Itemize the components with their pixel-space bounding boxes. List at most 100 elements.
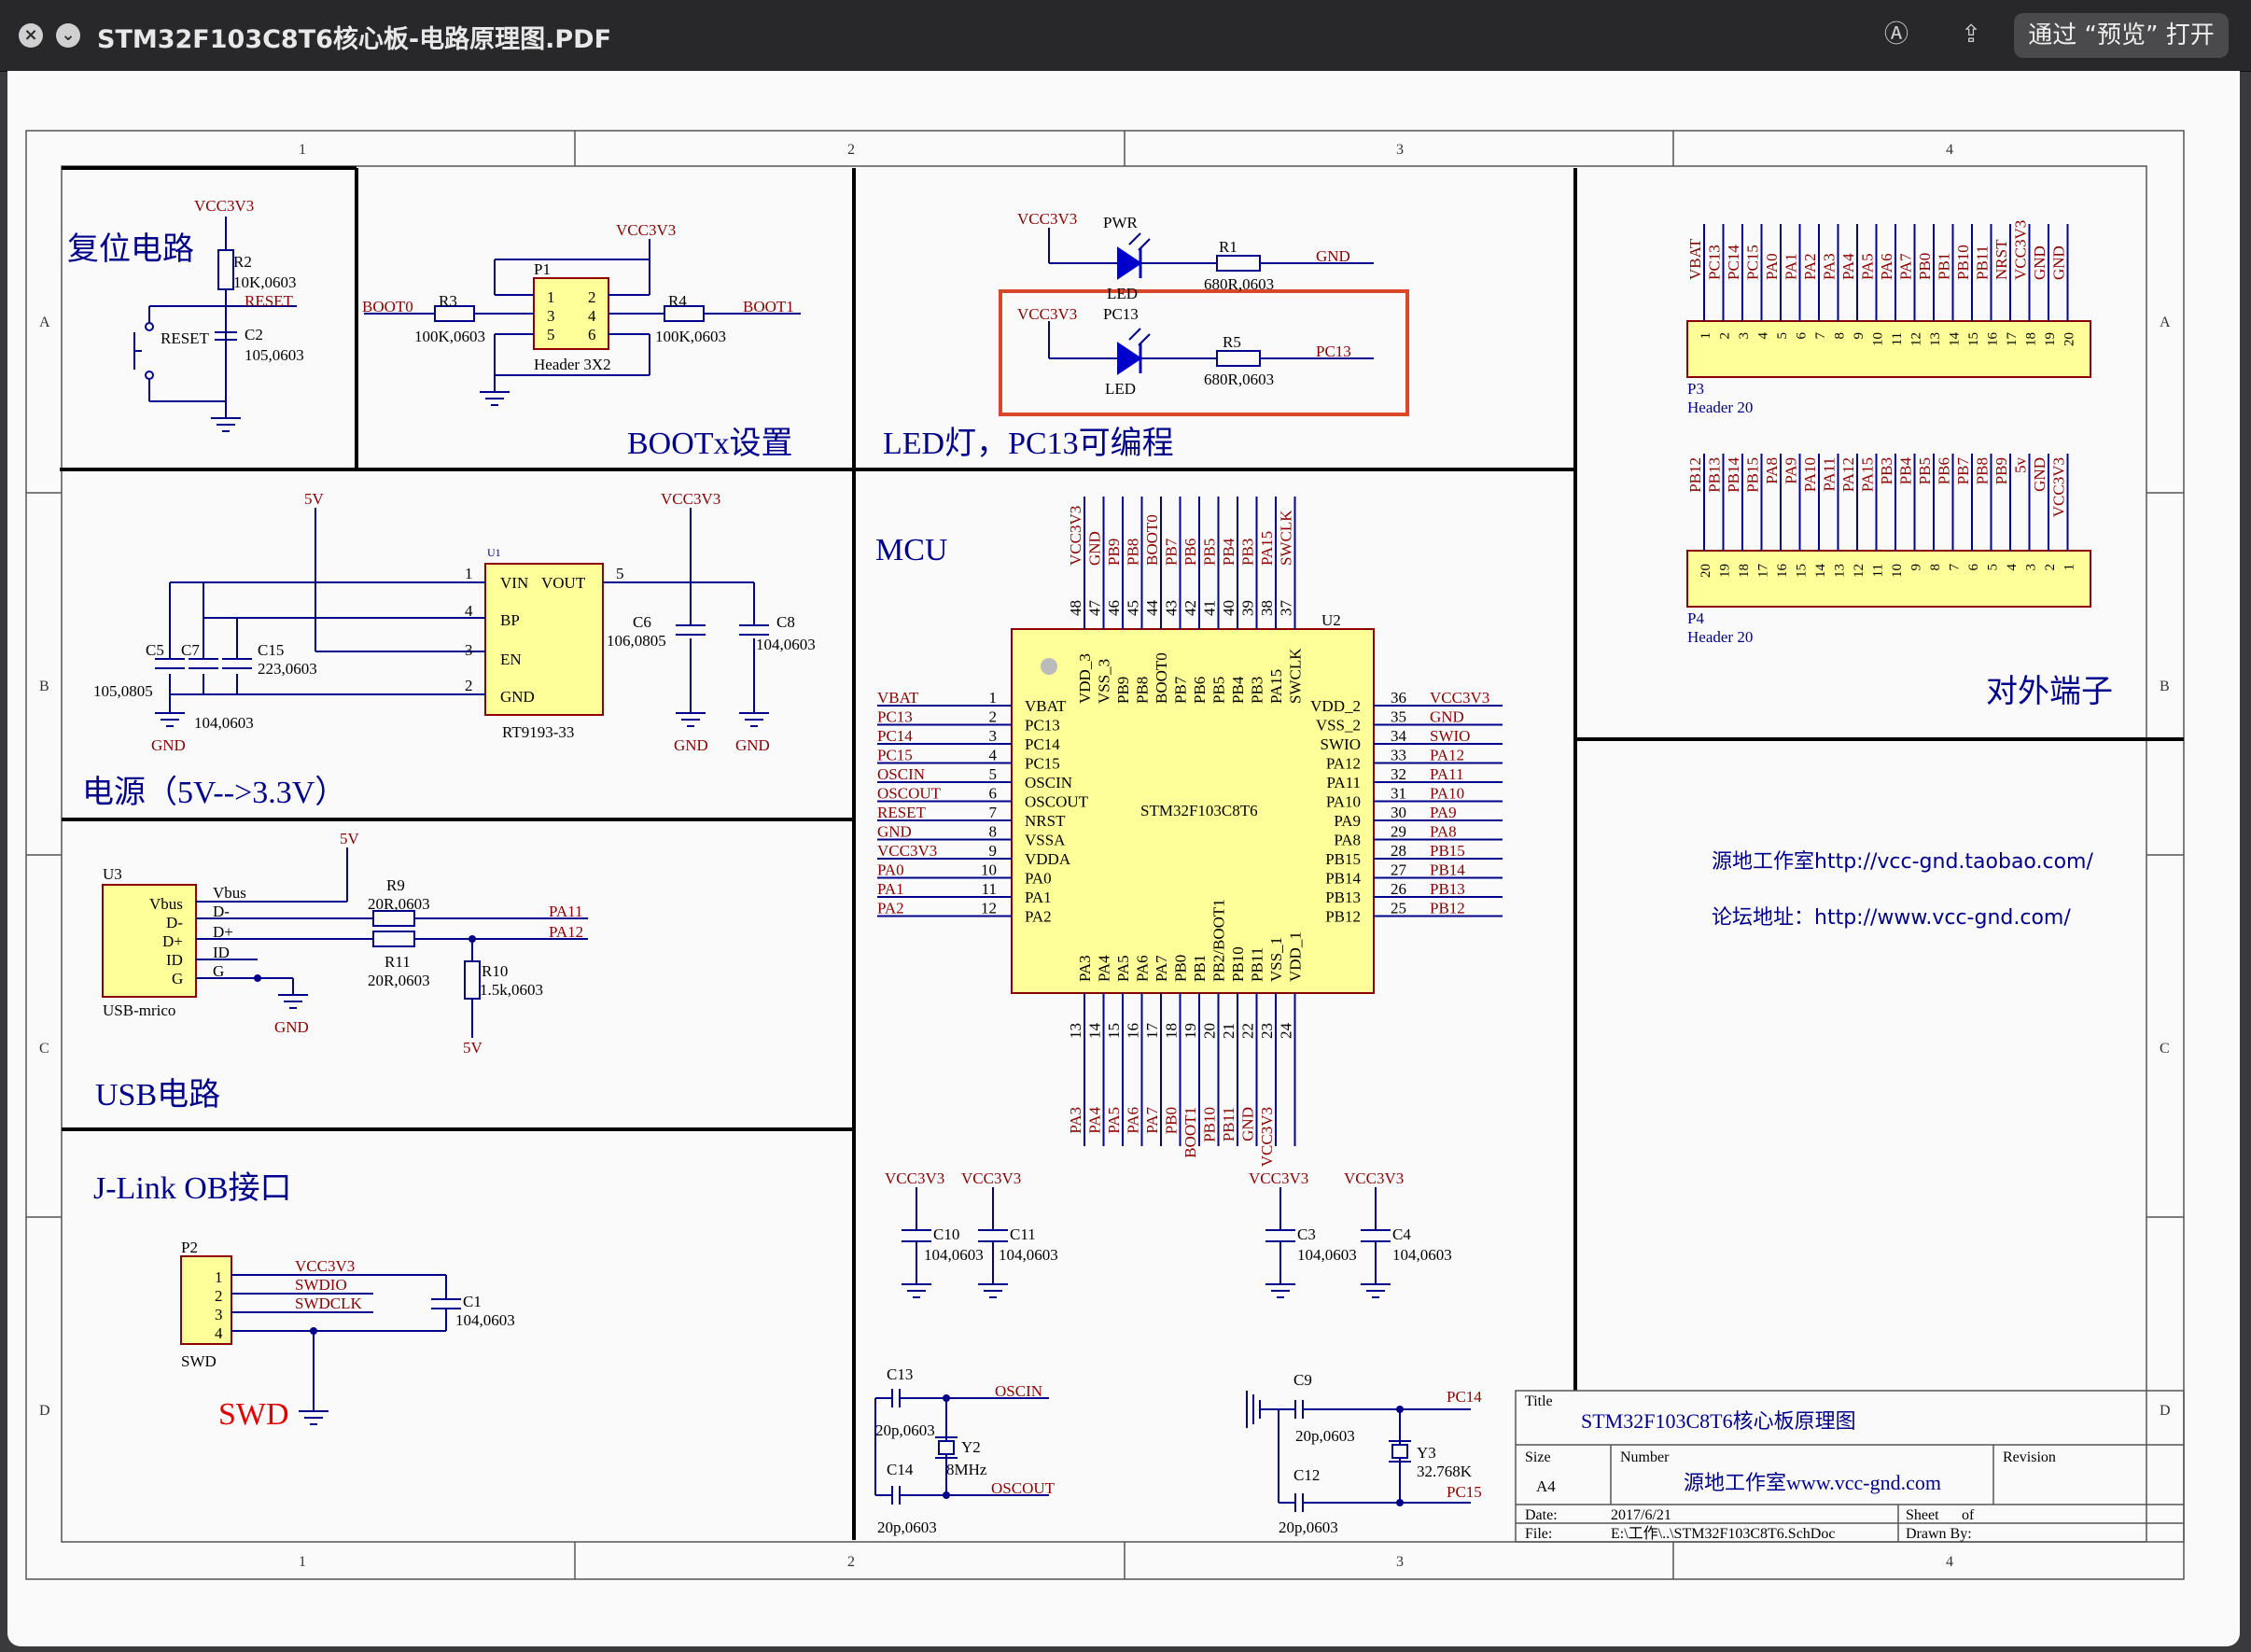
mcu-left-net: PA1 <box>877 880 904 898</box>
c9-label: C9 <box>1293 1371 1312 1389</box>
p3-net: PA1 <box>1783 253 1800 280</box>
mcu-top-net: PB6 <box>1181 539 1199 566</box>
p3-pin: 19 <box>2043 332 2058 346</box>
reset-button-label: RESET <box>161 329 210 347</box>
p4-net: PB14 <box>1725 457 1742 493</box>
usb-net-id: ID <box>213 944 230 961</box>
grid-col-3-bottom: 3 <box>1396 1554 1404 1570</box>
jlink-section-title: J-Link OB接口 <box>93 1171 292 1206</box>
mcu-bottom-net: PB10 <box>1201 1107 1219 1142</box>
led-circuit <box>1048 228 1374 375</box>
close-icon[interactable]: × <box>19 23 43 48</box>
c12-label: C12 <box>1293 1466 1320 1484</box>
p3-type: Header 20 <box>1687 399 1753 416</box>
mcu-bottom-net: PA6 <box>1125 1107 1142 1134</box>
grid-row-c-right: C <box>2160 1041 2170 1057</box>
mcu-left-pin: OSCOUT <box>1025 793 1089 811</box>
p3-net: PC15 <box>1744 245 1762 280</box>
c5-label: C5 <box>146 641 164 659</box>
minimize-icon[interactable]: ⌄ <box>56 23 80 48</box>
mcu-top-pin: PB3 <box>1249 677 1266 704</box>
tb-revision-label: Revision <box>2003 1449 2056 1465</box>
open-in-preview-button[interactable]: 通过 “预览” 打开 <box>2014 13 2229 58</box>
mcu-bottom-net: PB0 <box>1163 1107 1181 1134</box>
mcu-right-pin: PA8 <box>1334 832 1361 849</box>
mcu-bottom-num: 15 <box>1105 1023 1123 1039</box>
mcu-right-num: 35 <box>1391 708 1406 726</box>
mcu-top-pin: VSS_3 <box>1096 659 1113 704</box>
window-title: STM32F103C8T6核心板-电路原理图.PDF <box>97 25 612 54</box>
usb-pin-dplus: D+ <box>162 932 183 950</box>
mcu-bottom-net: VCC3V3 <box>1258 1107 1276 1167</box>
mcu-bottom-pin: VDD_1 <box>1287 931 1305 982</box>
grid-col-1-bottom: 1 <box>299 1554 306 1570</box>
mcu-top-num: 45 <box>1125 600 1142 616</box>
shop-link[interactable]: 源地工作室http://vcc-gnd.taobao.com/ <box>1712 850 2093 874</box>
usb-pin-vbus: Vbus <box>149 895 183 913</box>
mcu-right-net: VCC3V3 <box>1430 689 1489 707</box>
usb-5v-b: 5V <box>463 1039 483 1057</box>
osc-oscin: OSCIN <box>995 1382 1042 1400</box>
markup-icon[interactable]: Ⓐ <box>1883 21 1908 49</box>
p4-net: PA9 <box>1783 457 1800 484</box>
usb-pin-id: ID <box>166 951 183 969</box>
p3-pin: 5 <box>1775 332 1790 340</box>
decoupling-labels: VCC3V3 C10 104,0603 VCC3V3 C11 104,0603 … <box>885 1169 1452 1264</box>
p2-pin-3: 3 <box>215 1306 223 1323</box>
reset-vcc: VCC3V3 <box>194 197 254 215</box>
grid-row-d-right: D <box>2160 1403 2171 1419</box>
mcu-right-pin: PA10 <box>1326 793 1361 811</box>
mcu-right-num: 34 <box>1391 727 1407 745</box>
c4-label: C4 <box>1392 1225 1411 1243</box>
tb-drawn-label: Drawn By: <box>1906 1526 1972 1542</box>
tb-date: 2017/6/21 <box>1611 1507 1671 1523</box>
p4-net: PA8 <box>1763 457 1781 484</box>
mcu-top-num: 46 <box>1105 600 1123 616</box>
ports-section-title: 对外端子 <box>1986 674 2113 709</box>
mcu-bottom-pin: PA5 <box>1114 955 1132 982</box>
p3-pin: 2 <box>1718 332 1733 340</box>
p4-net: PB12 <box>1686 457 1704 493</box>
power-gnd-3: GND <box>735 736 770 754</box>
p4-pin: 11 <box>1871 564 1886 577</box>
mcu-right-num: 31 <box>1391 785 1406 803</box>
y3-value: 32.768K <box>1417 1463 1473 1480</box>
p4-pin: 9 <box>1909 564 1924 571</box>
c7-value: 104,0603 <box>194 714 254 732</box>
p3-pin: 9 <box>1852 332 1867 340</box>
mcu-right-num: 26 <box>1391 880 1406 898</box>
mcu-bottom-net: BOOT1 <box>1181 1107 1199 1158</box>
u1-num-3: 3 <box>465 641 473 659</box>
mcu-top-num: 40 <box>1220 600 1237 616</box>
mcu-bottom-net: PA4 <box>1086 1107 1104 1134</box>
mcu-top-num: 37 <box>1278 600 1295 617</box>
p4-pin: 14 <box>1813 564 1828 579</box>
usb-labels: U3 USB-mrico 5V Vbus D- D+ ID G Vbus D- … <box>103 830 583 1057</box>
mcu-left-net: OSCOUT <box>877 785 942 803</box>
jlink-circuit <box>180 1255 461 1425</box>
share-icon[interactable]: ⇪ <box>1961 21 1981 49</box>
boot-circuit <box>364 239 801 406</box>
mcu-top-pin: PA15 <box>1267 669 1285 704</box>
mcu-right-net: PB12 <box>1430 900 1465 917</box>
grid-row-c: C <box>39 1041 49 1057</box>
grid-labels: 1 2 3 4 1 2 3 4 A B C D A B C D <box>39 142 2171 1570</box>
mcu-bottom-num: 18 <box>1163 1023 1181 1039</box>
oscillator-circuit <box>874 1389 1471 1512</box>
mcu-right-pin: PB13 <box>1325 889 1361 906</box>
mcu-bottom-num: 23 <box>1258 1023 1276 1039</box>
mcu-left-pin: OSCIN <box>1025 774 1072 791</box>
pc13-led-net: PC13 <box>1316 343 1351 360</box>
jlink-labels: P2 SWD 1 2 3 4 VCC3V3 SWDIO SWDCLK C1 10… <box>181 1239 515 1370</box>
p4-pin: 17 <box>1756 564 1771 579</box>
forum-link[interactable]: 论坛地址：http://www.vcc-gnd.com/ <box>1712 906 2071 930</box>
mcu-top-pin: BOOT0 <box>1153 652 1170 704</box>
c7-label: C7 <box>181 641 200 659</box>
mcu-right-pin: PB15 <box>1325 850 1361 868</box>
mcu-left-net: PC14 <box>877 727 913 745</box>
mcu-left-net: GND <box>877 823 912 841</box>
mcu-top-pin: PB4 <box>1229 676 1247 704</box>
p3-pin: 18 <box>2024 332 2039 346</box>
c15-value: 223,0603 <box>258 660 317 678</box>
